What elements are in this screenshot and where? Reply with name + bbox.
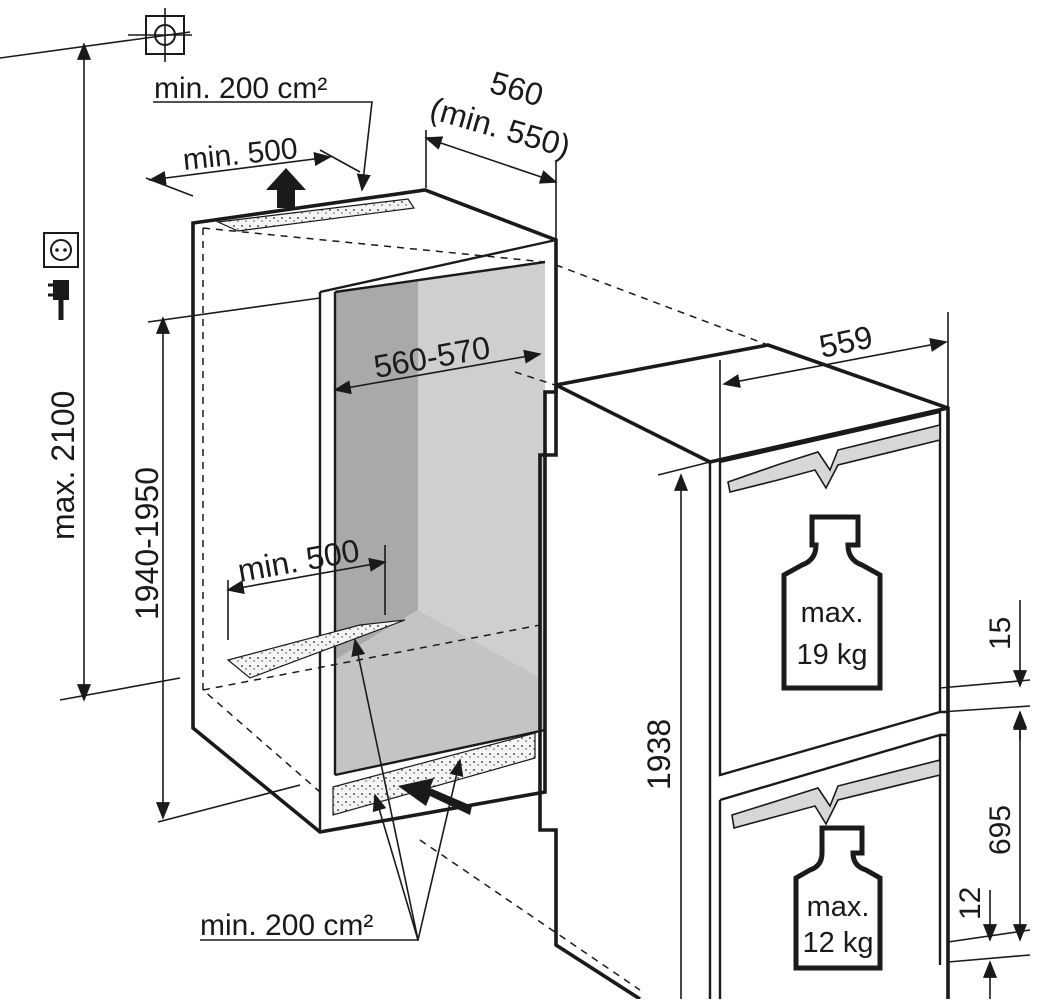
appliance bbox=[538, 343, 950, 1001]
niche-height-label: 1940-1950 bbox=[129, 467, 165, 620]
lower-door-height-label: 695 bbox=[984, 805, 1017, 855]
upper-weight-line1: max. bbox=[801, 597, 864, 629]
weight-icon: max. 19 kg bbox=[781, 514, 883, 691]
lower-weight-line2: 12 kg bbox=[803, 927, 874, 959]
projection-lines bbox=[419, 264, 769, 991]
max-height-label: max. 2100 bbox=[45, 391, 81, 540]
weight-icon: max. 12 kg bbox=[793, 825, 883, 971]
top-vent-width-label: min. 500 bbox=[181, 132, 299, 177]
top-vent-grille bbox=[215, 198, 416, 232]
top-vent-area-label: min. 200 cm² bbox=[154, 72, 327, 105]
upper-weight-line2: 19 kg bbox=[797, 639, 868, 671]
dimension-lines bbox=[0, 31, 1031, 999]
upper-rail bbox=[727, 423, 941, 493]
appliance-width-label: 559 bbox=[816, 319, 876, 365]
power-plug-icon bbox=[48, 280, 69, 320]
door-gap-top-label: 15 bbox=[984, 617, 1017, 650]
lower-rail bbox=[731, 758, 941, 830]
floor-vent-grille bbox=[226, 619, 406, 679]
bottom-vent-area-label: min. 200 cm² bbox=[200, 909, 373, 942]
airflow-arrow-icon bbox=[266, 168, 306, 208]
power-socket-icon bbox=[43, 232, 79, 268]
airflow-arrow-icon bbox=[398, 778, 472, 815]
appliance-height-label: 1938 bbox=[641, 719, 677, 790]
niche-depth-label: 560 bbox=[486, 64, 547, 113]
water-connection-icon bbox=[128, 8, 192, 62]
lower-weight-line1: max. bbox=[807, 891, 870, 923]
door-gap-bottom-label: 12 bbox=[954, 887, 987, 920]
